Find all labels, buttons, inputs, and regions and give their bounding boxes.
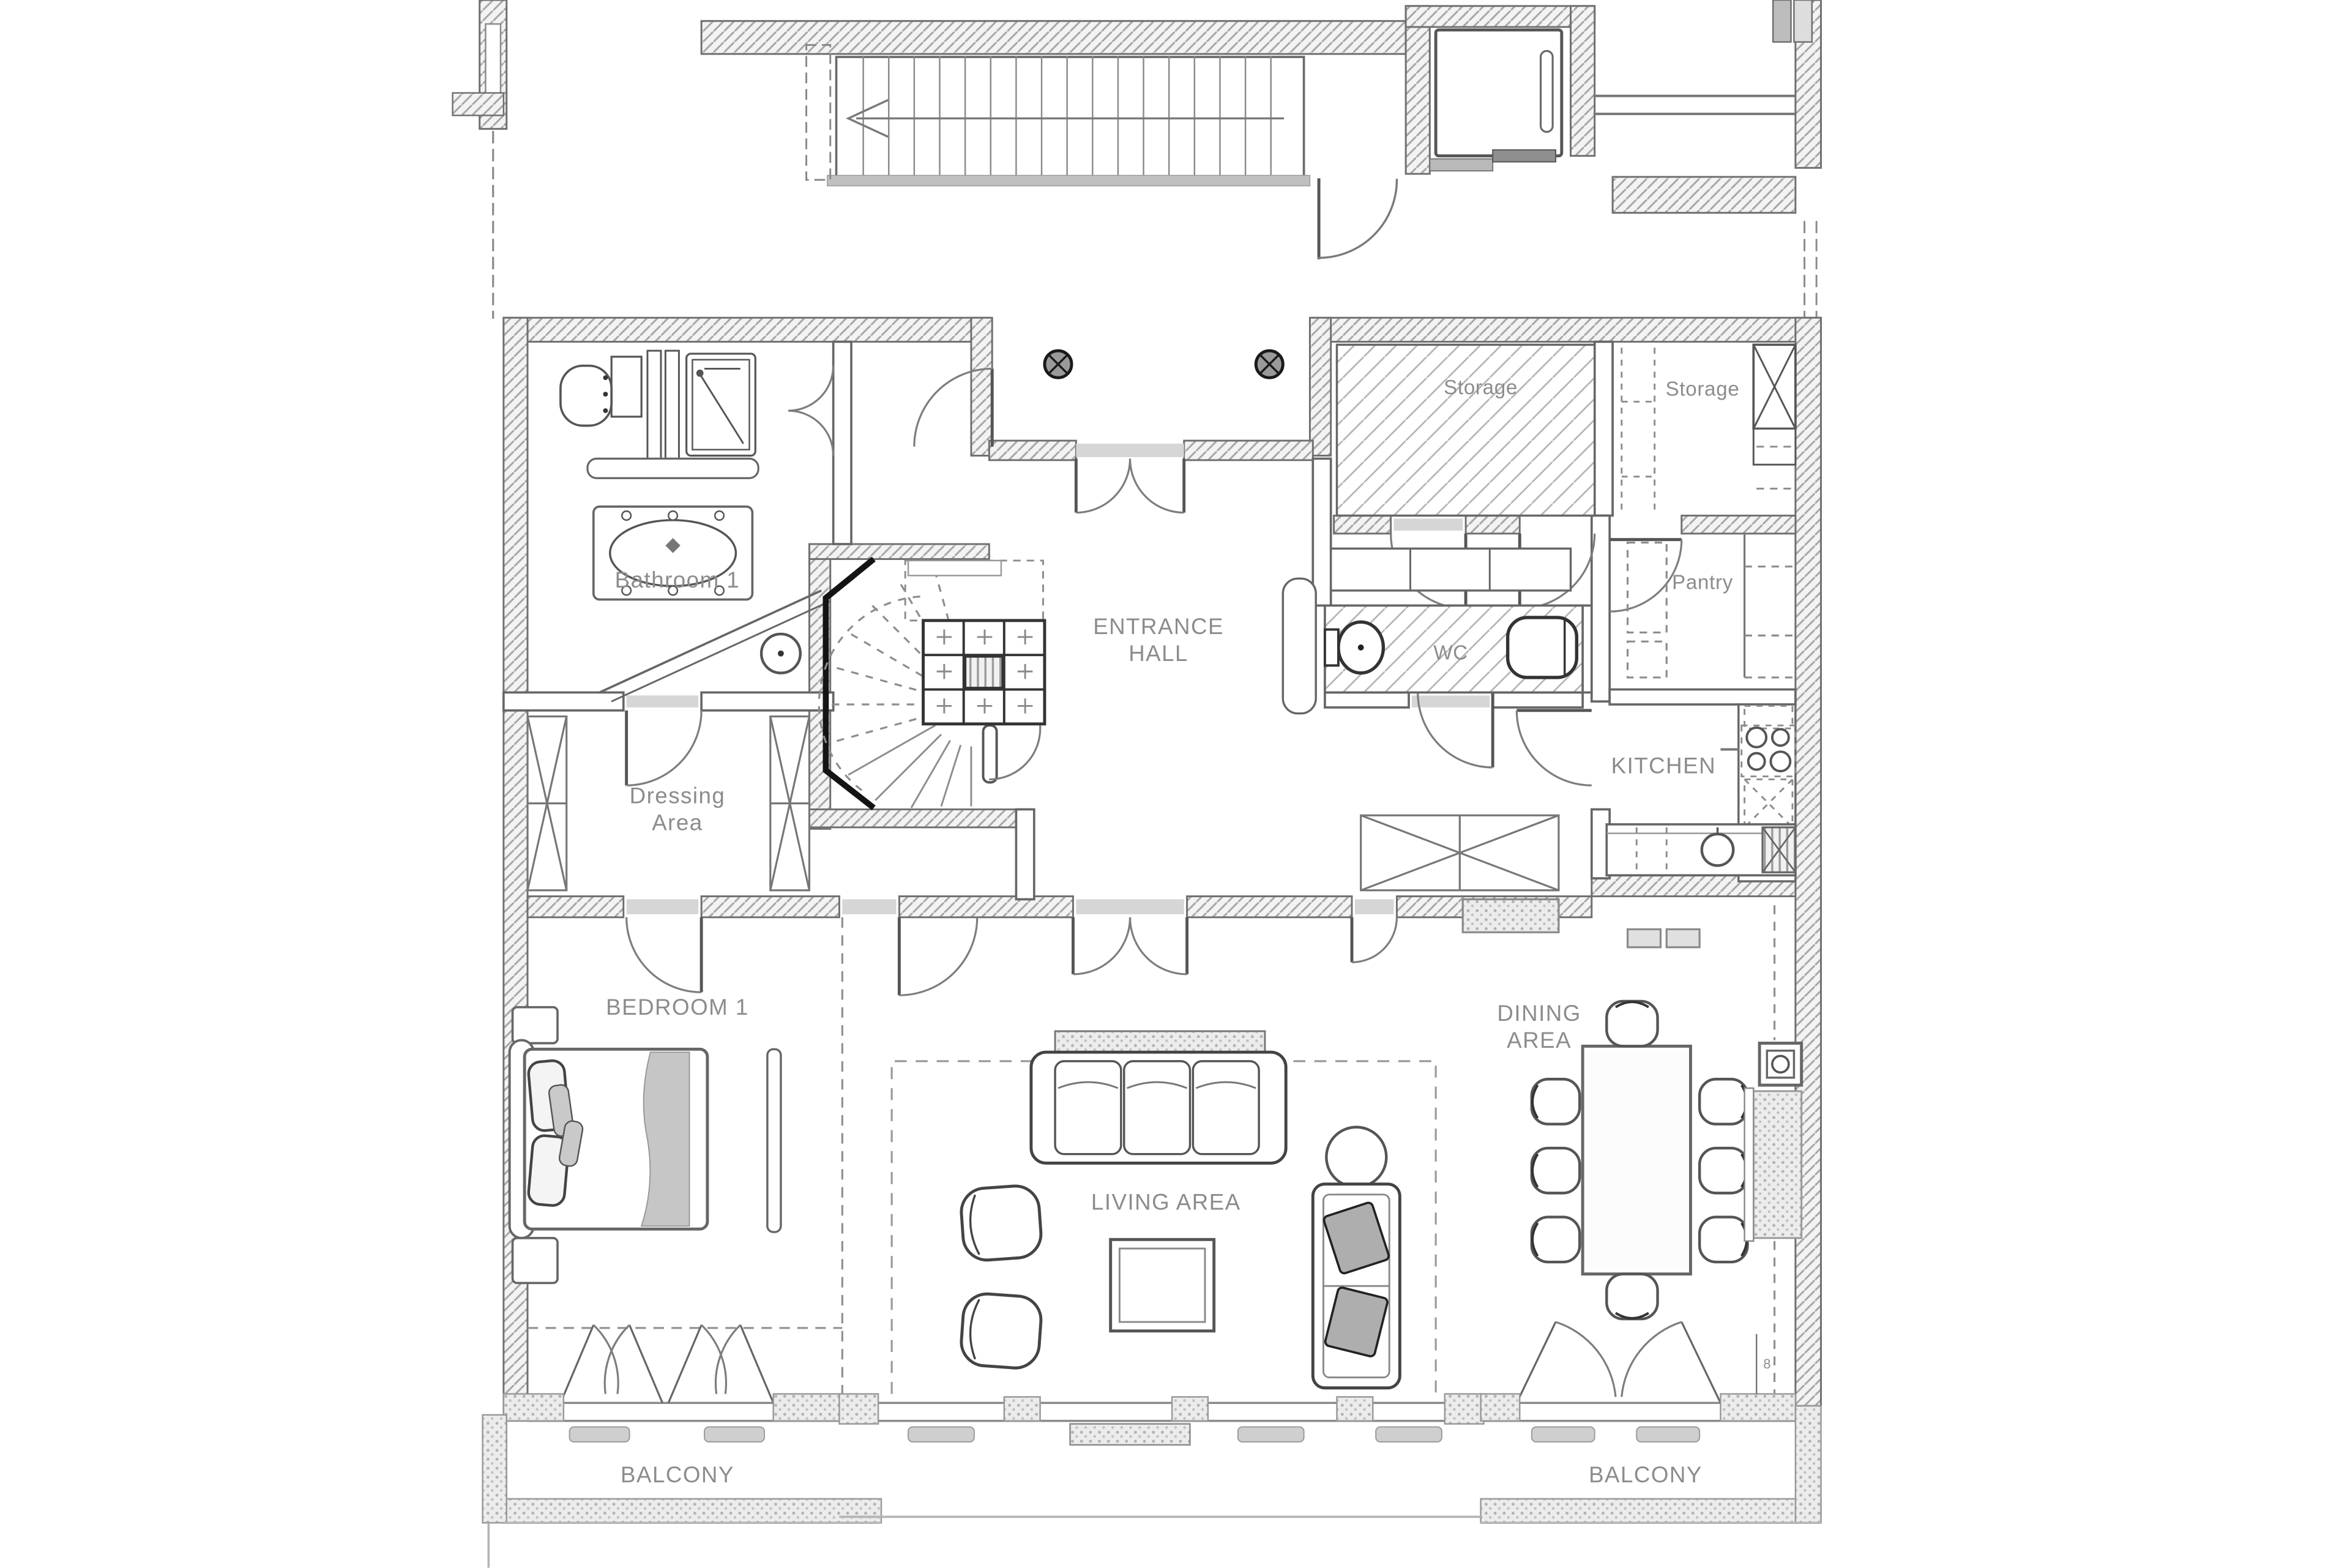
room-label-entrance-line1: ENTRANCE bbox=[1093, 614, 1224, 639]
living-furniture bbox=[890, 1030, 1437, 1394]
room-label-wc: WC bbox=[1433, 642, 1468, 665]
elevator bbox=[1404, 5, 1596, 175]
common-area bbox=[452, 0, 1822, 379]
corridor-closet bbox=[1360, 814, 1701, 949]
bedroom-furniture bbox=[508, 917, 843, 1403]
corridor-walls bbox=[1593, 0, 1822, 319]
room-label-dressing-line2: Area bbox=[652, 810, 703, 835]
room-label-balcony-left: BALCONY bbox=[621, 1462, 734, 1487]
room-label-dining-line1: DINING bbox=[1497, 1001, 1581, 1026]
doors bbox=[625, 365, 1683, 996]
landing-door bbox=[1317, 178, 1398, 259]
dressing-wardrobes bbox=[526, 715, 811, 892]
wc-fixtures bbox=[1281, 547, 1584, 715]
room-label-dressing-line1: Dressing bbox=[630, 783, 726, 808]
common-staircase bbox=[805, 43, 1311, 187]
door-sills bbox=[626, 443, 1490, 914]
pantry-fixtures bbox=[1626, 533, 1792, 679]
bathroom-fixtures bbox=[559, 349, 831, 703]
ceiling-fixture-icons bbox=[1043, 349, 1285, 379]
room-label-pantry: Pantry bbox=[1672, 571, 1733, 594]
dining-furniture bbox=[1530, 905, 1804, 1394]
dimension-note: 8 bbox=[1763, 1356, 1770, 1372]
room-label-balcony-right: BALCONY bbox=[1589, 1462, 1703, 1487]
room-label-dining-line2: AREA bbox=[1507, 1028, 1572, 1053]
room-label-storage-right: Storage bbox=[1666, 378, 1740, 401]
room-label-storage-left: Storage bbox=[1444, 376, 1518, 399]
interior-partitions bbox=[502, 340, 1797, 901]
room-label-bedroom-1: BEDROOM 1 bbox=[606, 995, 749, 1020]
room-label-bathroom-1: Bathroom 1 bbox=[615, 567, 740, 592]
room-label-kitchen: KITCHEN bbox=[1611, 753, 1716, 778]
storage-rooms bbox=[1335, 343, 1797, 517]
room-label-entrance-line2: HALL bbox=[1128, 641, 1188, 666]
hall-winder-stair bbox=[818, 556, 1046, 810]
room-label-living: LIVING AREA bbox=[1091, 1189, 1241, 1214]
balconies bbox=[482, 1321, 1822, 1568]
room-labels: Bathroom 1 Dressing Area BEDROOM 1 ENTRA… bbox=[606, 376, 1770, 1487]
kitchen-fixtures bbox=[1605, 703, 1797, 883]
structural-walls bbox=[502, 316, 1822, 1422]
